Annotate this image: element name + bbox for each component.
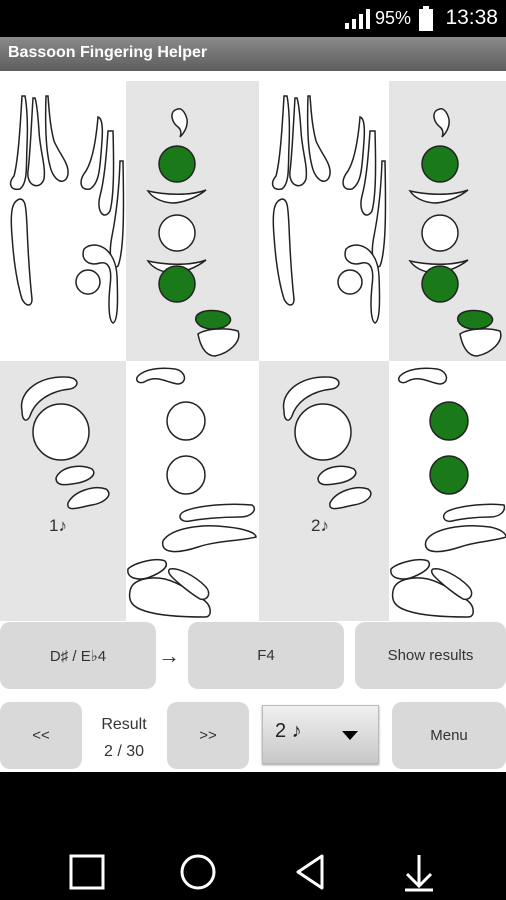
show-results-button[interactable]: Show results	[355, 622, 506, 689]
left-holes-panel	[126, 81, 259, 361]
left-hole-column	[146, 108, 240, 357]
to-note-button[interactable]: F4	[188, 622, 344, 689]
dropdown-value: 2 ♪	[275, 720, 302, 742]
battery-percent: 95%	[374, 8, 411, 28]
next-result-button[interactable]: >>	[167, 702, 249, 769]
result-label: Result	[101, 716, 147, 733]
right-hole-column	[408, 108, 502, 357]
fingering-diagram: 1♪ 2♪	[0, 81, 506, 621]
signal-icon	[345, 9, 370, 29]
menu-button[interactable]: Menu	[392, 702, 506, 769]
right-lower-hole-1	[429, 401, 469, 441]
right-right-thumb-keys	[337, 116, 387, 324]
right-thumb-keys	[282, 376, 372, 510]
status-bar: 95% 13:38	[0, 0, 506, 37]
system-nav-bar	[0, 772, 506, 900]
left-whisper-keys	[9, 95, 69, 306]
from-note-button[interactable]: D♯ / E♭4	[0, 622, 156, 689]
recents-icon[interactable]	[69, 854, 105, 890]
main-content: 1♪ 2♪	[0, 71, 506, 772]
right-right-hand-keys	[390, 367, 506, 618]
left-right-hand-keys	[127, 367, 257, 618]
clock: 13:38	[445, 6, 498, 29]
left-thumb-keys	[20, 376, 110, 510]
right-hole-3	[421, 265, 459, 303]
left-note-label: 1♪	[49, 516, 67, 535]
option-dropdown[interactable]: 2 ♪	[262, 705, 379, 764]
home-icon[interactable]	[179, 853, 217, 891]
left-lower-hole-2	[166, 455, 206, 495]
caret-down-icon	[342, 731, 358, 740]
right-note-label: 2♪	[311, 516, 329, 535]
app-title-bar: Bassoon Fingering Helper	[0, 37, 506, 72]
left-right-thumb-keys	[75, 116, 125, 324]
right-whisper-keys	[271, 95, 331, 306]
left-hole-1	[158, 145, 196, 183]
result-indicator: Result 2 / 30	[90, 711, 158, 765]
left-hole-3	[158, 265, 196, 303]
right-hole-2	[421, 214, 459, 252]
left-hole-2	[158, 214, 196, 252]
transition-arrow: →	[158, 643, 180, 668]
right-hole-1	[421, 145, 459, 183]
app-title: Bassoon Fingering Helper	[8, 44, 208, 61]
right-lower-hole-2	[429, 455, 469, 495]
back-icon[interactable]	[294, 853, 326, 891]
left-lower-hole-1	[166, 401, 206, 441]
battery-icon	[419, 6, 433, 31]
hide-keyboard-icon[interactable]	[402, 852, 436, 892]
prev-result-button[interactable]: <<	[0, 702, 82, 769]
result-count: 2 / 30	[103, 743, 145, 760]
